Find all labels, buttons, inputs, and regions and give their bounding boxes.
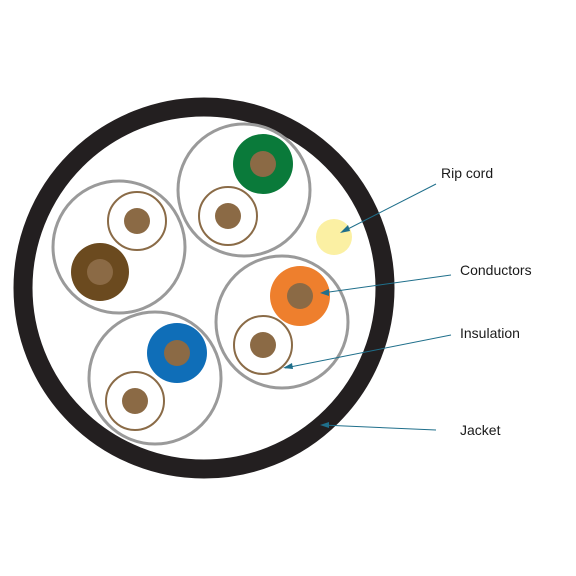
arrowhead-conductors — [320, 289, 329, 296]
leader-arrowheads — [283, 225, 350, 428]
conductor-green-core — [250, 151, 276, 177]
pair-orange — [214, 254, 350, 390]
pair-brown — [51, 179, 187, 315]
conductor-blue-core — [164, 340, 190, 366]
conductor-white-brown-core — [124, 208, 150, 234]
conductor-brown-core — [87, 259, 113, 285]
pair-ring — [87, 310, 223, 446]
label-conductors: Conductors — [460, 262, 532, 278]
leader-line-insulation — [284, 334, 452, 369]
arrowhead-jacket — [320, 422, 329, 428]
arrowhead-insulation — [283, 363, 293, 369]
label-jacket: Jacket — [460, 422, 501, 438]
leader-line-jacket — [321, 424, 437, 431]
leader-lines — [284, 183, 452, 431]
label-rip-cord: Rip cord — [441, 165, 494, 181]
leader-line-conductors — [321, 274, 452, 294]
pair-blue — [87, 310, 223, 446]
arrowhead-rip-cord — [340, 225, 350, 233]
conductor-white-blue-core — [122, 388, 148, 414]
leader-line-rip-cord — [341, 183, 437, 233]
rip-cord — [316, 219, 352, 255]
label-insulation: Insulation — [460, 325, 520, 341]
pair-green — [176, 122, 312, 258]
conductor-white-orange-core — [250, 332, 276, 358]
conductor-white-green-core — [215, 203, 241, 229]
conductor-orange-core — [287, 283, 313, 309]
